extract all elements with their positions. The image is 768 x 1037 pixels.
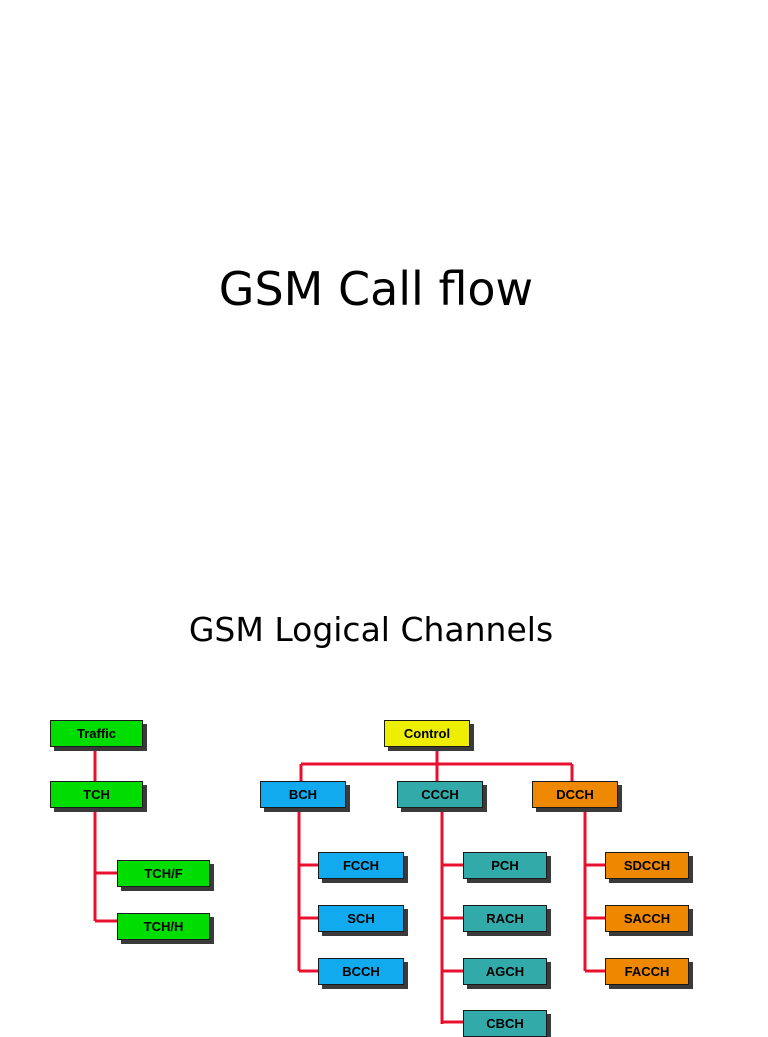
- slide-1-title: GSM Call flow: [218, 262, 534, 316]
- node-sacch: SACCH: [605, 905, 689, 932]
- node-sch: SCH: [318, 905, 404, 932]
- node-facch: FACCH: [605, 958, 689, 985]
- node-tch-h: TCH/H: [117, 913, 210, 940]
- node-rach: RACH: [463, 905, 547, 932]
- node-pch: PCH: [463, 852, 547, 879]
- slide-2-title: GSM Logical Channels: [188, 610, 554, 649]
- node-traffic: Traffic: [50, 720, 143, 747]
- node-bcch: BCCH: [318, 958, 404, 985]
- node-tch: TCH: [50, 781, 143, 808]
- node-bch: BCH: [260, 781, 346, 808]
- node-sdcch: SDCCH: [605, 852, 689, 879]
- node-control: Control: [384, 720, 470, 747]
- node-dcch: DCCH: [532, 781, 618, 808]
- node-tch-f: TCH/F: [117, 860, 210, 887]
- node-agch: AGCH: [463, 958, 547, 985]
- node-ccch: CCCH: [397, 781, 483, 808]
- node-fcch: FCCH: [318, 852, 404, 879]
